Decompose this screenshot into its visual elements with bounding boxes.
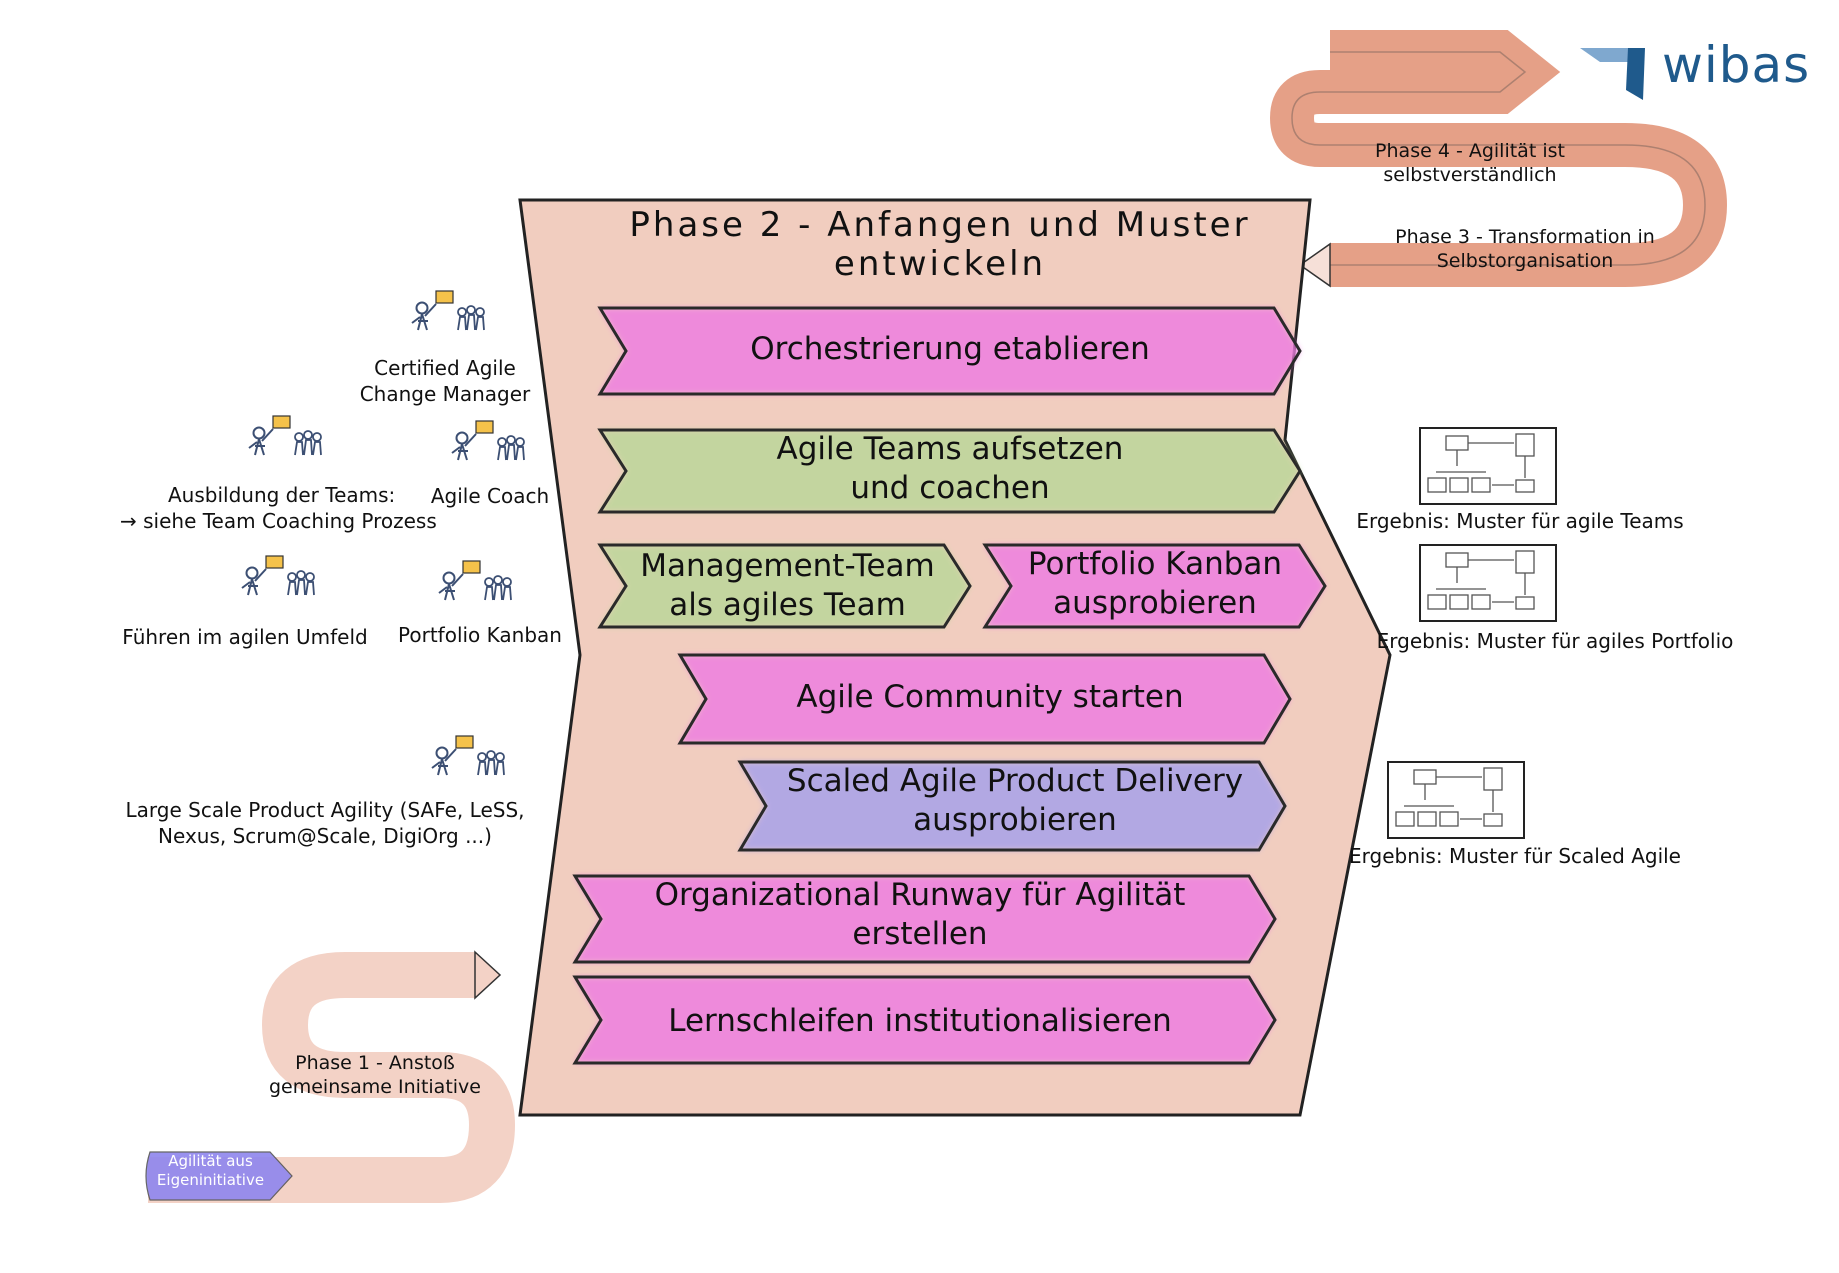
phase-3-4-path [1269,29,1728,288]
pattern-result-icon [1419,544,1557,622]
activity-chevron-fill [600,430,1300,512]
activity-label: Management-Team als agiles Team [640,548,935,623]
wibas-logo-icon [1580,48,1645,100]
phase-3-label: Phase 3 - Transformation in Selbstorgani… [1395,226,1655,272]
phase-4-label: Phase 4 - Agilität ist selbstverständlic… [1375,140,1565,186]
activity-chevron [597,543,972,629]
phase-1-label: Phase 1 - Anstoß gemeinsame Initiative [268,1052,481,1098]
result-label: Ergebnis: Muster für Scaled Agile [1349,844,1681,868]
wibas-logo: wibas [1662,36,1811,94]
start-label: Agilität aus Eigeninitiative [156,1152,265,1189]
activity-label: Organizational Runway für Agilität erste… [654,877,1186,952]
trainer-group-icon [248,415,322,456]
phase-1-path [148,950,516,1203]
activity-chevron-fill [575,876,1275,962]
training-label: Portfolio Kanban [398,623,562,647]
activity-chevron [737,760,1287,852]
activity-chevron [597,428,1302,514]
result-label: Ergebnis: Muster für agile Teams [1356,509,1684,533]
activity-chevrons [572,306,1327,1065]
training-label: Ausbildung der Teams: → siehe Team Coach… [120,483,437,533]
pattern-result-icon [1387,761,1525,839]
trainer-group-icon [431,735,505,776]
activity-chevron-fill [985,545,1325,627]
training-label: Agile Coach [430,484,550,508]
activity-label: Portfolio Kanban ausprobieren [1027,546,1283,621]
start-badge [145,1151,293,1201]
activity-label: Lernschleifen institutionalisieren [668,1003,1172,1039]
activity-chevron [572,874,1277,964]
trainer-group-icon [411,290,485,331]
activity-label: Scaled Agile Product Delivery ausprobier… [786,763,1244,838]
trainer-group-icon [451,420,525,461]
training-label: Large Scale Product Agility (SAFe, LeSS,… [125,798,525,848]
activity-chevron [677,653,1292,745]
training-label: Führen im agilen Umfeld [122,625,368,649]
activity-label: Agile Community starten [796,679,1184,715]
pattern-result-icon [1419,427,1557,505]
activity-label: Agile Teams aufsetzen und coachen [776,431,1124,506]
training-label: Certified Agile Change Manager [359,356,531,406]
trainer-group-icon [438,560,512,601]
activity-chevron-fill [740,762,1285,850]
activity-chevron [597,306,1302,396]
phase-2-title: Phase 2 - Anfangen und Muster entwickeln [629,205,1251,285]
activity-chevron-fill [575,977,1275,1063]
activity-chevron-fill [680,655,1290,743]
trainer-group-icon [241,555,315,596]
activity-chevron [572,975,1277,1065]
activity-chevron [982,543,1327,629]
activity-label: Orchestrierung etablieren [750,331,1150,367]
result-label: Ergebnis: Muster für agiles Portfolio [1376,629,1734,653]
activity-chevron-fill [600,308,1300,394]
activity-chevron-fill [600,545,970,627]
